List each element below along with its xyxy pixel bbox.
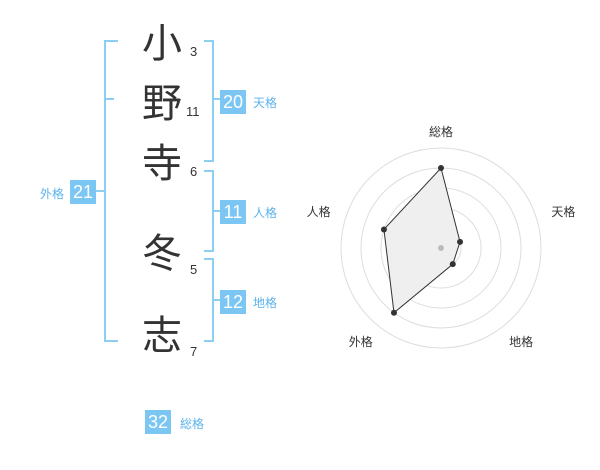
soukaku-label: 総格 [180, 417, 205, 431]
gaikaku-label: 外格 [40, 187, 65, 201]
tenkaku-value: 20 [220, 90, 247, 114]
radar-data-point [380, 226, 387, 233]
jinkaku-value: 11 [220, 200, 246, 224]
chikaku-bracket-tick [212, 299, 220, 301]
radar-data-point [457, 238, 464, 245]
tenkaku-label: 天格 [253, 96, 278, 110]
tenkaku-bracket-tick [212, 98, 220, 100]
name-char-3: 寺 [142, 141, 182, 187]
tenkaku-bracket [204, 40, 214, 162]
gaikaku-bracket-tick [104, 98, 114, 100]
gaikaku-value: 21 [70, 180, 97, 204]
radar-data-point [438, 165, 444, 171]
radar-axis-label: 人格 [307, 204, 331, 219]
name-char-2: 野 [142, 81, 182, 127]
radar-axis-label: 総格 [429, 124, 453, 139]
soukaku-value: 32 [145, 410, 172, 434]
gaikaku-bracket [104, 40, 118, 342]
radar-series-area [383, 166, 461, 314]
jinkaku-label: 人格 [253, 206, 278, 220]
stroke-count-5: 7 [190, 344, 198, 359]
radar-center-dot [438, 245, 444, 251]
name-char-4: 冬 [142, 231, 182, 277]
stroke-count-2: 11 [186, 104, 200, 119]
name-char-5: 志 [142, 313, 182, 359]
chikaku-label: 地格 [253, 296, 278, 310]
radar-axis-label: 地格 [509, 334, 533, 349]
chikaku-value: 12 [220, 290, 247, 314]
stroke-count-4: 5 [190, 262, 198, 277]
radar-data-point [449, 261, 456, 268]
radar-axis-label: 外格 [349, 334, 373, 349]
gaikaku-bracket-stub [96, 190, 104, 192]
radar-grid-ring [340, 147, 542, 349]
stroke-count-1: 3 [190, 44, 198, 59]
radar-data-point [390, 309, 397, 316]
stroke-count-3: 6 [190, 164, 198, 179]
jinkaku-bracket-tick [212, 210, 220, 212]
name-char-1: 小 [142, 21, 182, 67]
radar-axis-label: 天格 [551, 204, 575, 219]
